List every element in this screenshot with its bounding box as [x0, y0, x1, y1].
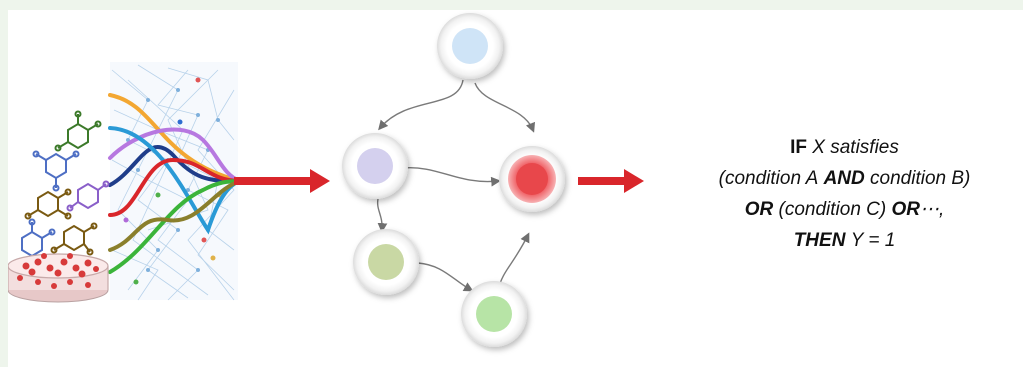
- condition-a: (condition A: [718, 168, 819, 189]
- condition-b: condition B): [870, 168, 971, 189]
- if-condition: X satisfies: [812, 137, 899, 158]
- diagram-canvas: IF X satisfies (condition A AND conditio…: [8, 10, 1023, 367]
- rule-line-1: IF X satisfies: [658, 132, 1023, 163]
- network-graph: [342, 13, 565, 347]
- pathway-curve-orange: [108, 93, 242, 183]
- edge-top-to-left: [378, 79, 464, 131]
- pathway-curve-navy: [108, 145, 242, 187]
- rule-statement: IF X satisfies (condition A AND conditio…: [658, 132, 1023, 256]
- pathway-curve-green: [108, 179, 242, 274]
- pathway-curve-red: [108, 157, 242, 217]
- network-node-bottom-left: [353, 229, 419, 295]
- and-keyword: AND: [823, 168, 865, 189]
- then-keyword: THEN: [793, 230, 846, 251]
- then-result: Y = 1: [850, 230, 896, 251]
- petri-dish-icon: [8, 253, 109, 303]
- condition-c: (condition C): [778, 199, 887, 220]
- edge-left-to-center: [402, 167, 501, 187]
- rule-line-3: OR (condition C) OR⋯,: [658, 194, 1023, 225]
- rule-line-4: THEN Y = 1: [658, 225, 1023, 256]
- red-arrow-2: [578, 169, 644, 193]
- pathway-curves: [108, 93, 242, 274]
- or-keyword-2: OR: [891, 199, 921, 220]
- pathway-curve-olive: [108, 179, 242, 252]
- or-keyword-1: OR: [744, 199, 774, 220]
- edge-bottomleft-to-bottom: [417, 262, 474, 292]
- diagram-svg: [8, 13, 644, 347]
- molecule-icon: [21, 110, 110, 258]
- pathway-curve-blue: [108, 126, 242, 235]
- if-keyword: IF: [790, 137, 807, 158]
- rule-ellipsis: ⋯,: [920, 199, 945, 220]
- edge-top-to-center: [474, 82, 535, 133]
- edge-bottom-to-center: [497, 232, 530, 291]
- network-node-top: [437, 13, 503, 79]
- red-arrow-1: [234, 169, 330, 193]
- network-node-center: [499, 146, 565, 212]
- rule-line-2: (condition A AND condition B): [658, 163, 1023, 194]
- pathway-curve-purple: [108, 127, 242, 183]
- network-node-bottom: [461, 281, 527, 347]
- network-node-left: [342, 133, 408, 199]
- edge-left-to-bottomleft: [376, 198, 388, 233]
